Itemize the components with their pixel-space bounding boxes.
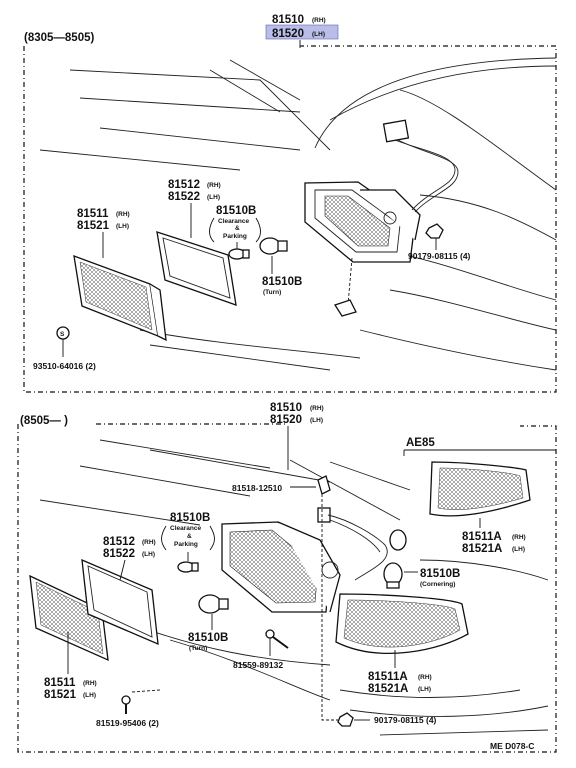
bottom-lens: [29, 574, 109, 662]
bottom-screw-b-label: 81519-95406 (2): [96, 718, 159, 728]
top-header-rh: 81510: [272, 14, 304, 26]
ae85-corner-rh: 81511A: [462, 531, 502, 543]
bottom-lens-lh: 81521: [44, 689, 77, 701]
top-turn-bulb-label: 81510B: [262, 276, 302, 288]
top-header-rh-tag: (RH): [312, 17, 326, 24]
bottom-lens-rh: 81511: [44, 677, 76, 689]
bottom-gasket-lh: 81522: [103, 548, 135, 560]
top-header-lh: 81520: [272, 28, 304, 40]
top-clearance-text: Clearance: [218, 218, 249, 225]
corner2-rh: 81511A: [368, 671, 408, 683]
top-gasket: [156, 231, 237, 306]
top-panel: (8305—8505) 81510 (RH) 81520 (LH): [23, 14, 557, 393]
top-wire-harness: [382, 119, 459, 213]
bottom-car-body-lines: [39, 439, 549, 736]
bottom-header-lh-tag: (LH): [310, 417, 323, 424]
bottom-lens-rh-tag: (RH): [83, 680, 97, 687]
bottom-screw-a-label: 81559-89132: [233, 660, 283, 670]
top-clearance-brackets: [209, 217, 261, 243]
top-lens-lh: 81521: [77, 220, 110, 232]
svg-text:S: S: [60, 331, 65, 338]
bottom-socket: [317, 475, 388, 581]
ae85-bracket: [403, 449, 556, 456]
top-gasket-rh-tag: (RH): [207, 182, 221, 189]
bottom-panel: (8505— ) 81510 (RH) 81520 (LH) AE85: [17, 402, 557, 753]
top-nut: [425, 223, 444, 250]
top-header-highlight: [265, 24, 339, 40]
ae85-corner-lamp: [429, 461, 531, 517]
top-connector: [382, 119, 410, 143]
top-lens: [73, 255, 167, 342]
bottom-header-rh-tag: (RH): [310, 405, 324, 412]
bottom-turn-bulb-label: 81510B: [188, 632, 228, 644]
top-turn-text: (Turn): [263, 289, 281, 296]
ae85-corner-lh-tag: (LH): [512, 546, 525, 553]
top-lens-lh-tag: (LH): [116, 223, 129, 230]
bottom-screw-a: [265, 629, 289, 656]
top-car-body-lines: [39, 57, 557, 371]
front-corner-lamp: [335, 593, 469, 654]
bottom-header-lh: 81520: [270, 414, 302, 426]
bottom-gasket-rh-tag: (RH): [142, 539, 156, 546]
top-gasket-rh: 81512: [168, 179, 200, 191]
top-screw-label: 93510-64016 (2): [33, 361, 96, 371]
corner2-lh: 81521A: [368, 683, 408, 695]
corner2-lh-tag: (LH): [418, 686, 431, 693]
ae85-corner-rh-tag: (RH): [512, 534, 526, 541]
bottom-gasket-lh-tag: (LH): [142, 551, 155, 558]
top-parking-text: Parking: [223, 233, 247, 240]
bottom-turn-text: (Turn): [189, 645, 207, 652]
cornering-bulb: [383, 529, 407, 589]
bottom-socket-label: 81518-12510: [232, 483, 282, 493]
cornering-bulb-label: 81510B: [420, 568, 460, 580]
top-range-label: (8305—8505): [24, 32, 94, 44]
bottom-nut-label: 90179-08115 (4): [374, 715, 437, 725]
top-turn-bulb: [259, 237, 288, 255]
bottom-lamp-housing: [221, 521, 341, 613]
bottom-turn-bulb: [198, 594, 229, 614]
bottom-lens-lh-tag: (LH): [83, 692, 96, 699]
top-panel-border: [23, 45, 557, 393]
top-clearance-bulb-label: 81510B: [216, 205, 256, 217]
top-clearance-amp: &: [235, 225, 240, 232]
bottom-clearance-amp: &: [187, 533, 192, 540]
bottom-header-rh: 81510: [270, 402, 302, 414]
ae85-corner-lh: 81521A: [462, 543, 502, 555]
top-clip: [334, 299, 357, 317]
corner2-rh-tag: (RH): [418, 674, 432, 681]
top-screw: S: [56, 326, 70, 357]
diagram-code: ME D078-C: [490, 741, 534, 751]
bottom-parking-text: Parking: [174, 541, 198, 548]
bottom-range-label: (8505— ): [20, 415, 68, 427]
top-clearance-bulb: [228, 248, 250, 260]
ae85-label: AE85: [406, 437, 435, 449]
bottom-panel-border: [17, 424, 557, 753]
top-header-lh-tag: (LH): [312, 31, 325, 38]
bottom-screw-b: [121, 689, 161, 714]
bottom-clearance-bulb: [177, 561, 199, 573]
top-gasket-lh: 81522: [168, 191, 200, 203]
bottom-clearance-text: Clearance: [170, 525, 201, 532]
top-lens-rh-tag: (RH): [116, 211, 130, 218]
bottom-gasket: [81, 558, 159, 646]
top-lamp-housing: [304, 181, 421, 263]
bottom-clearance-bulb-label: 81510B: [170, 512, 210, 524]
top-gasket-lh-tag: (LH): [207, 194, 220, 201]
top-lens-rh: 81511: [77, 208, 109, 220]
cornering-text: (Cornering): [420, 581, 455, 588]
top-nut-label: 90179-08115 (4): [408, 251, 471, 261]
bottom-nut: [337, 712, 370, 727]
top-clip-leader: [347, 257, 353, 306]
bottom-gasket-rh: 81512: [103, 536, 135, 548]
bottom-dashed-leader: [321, 494, 338, 721]
